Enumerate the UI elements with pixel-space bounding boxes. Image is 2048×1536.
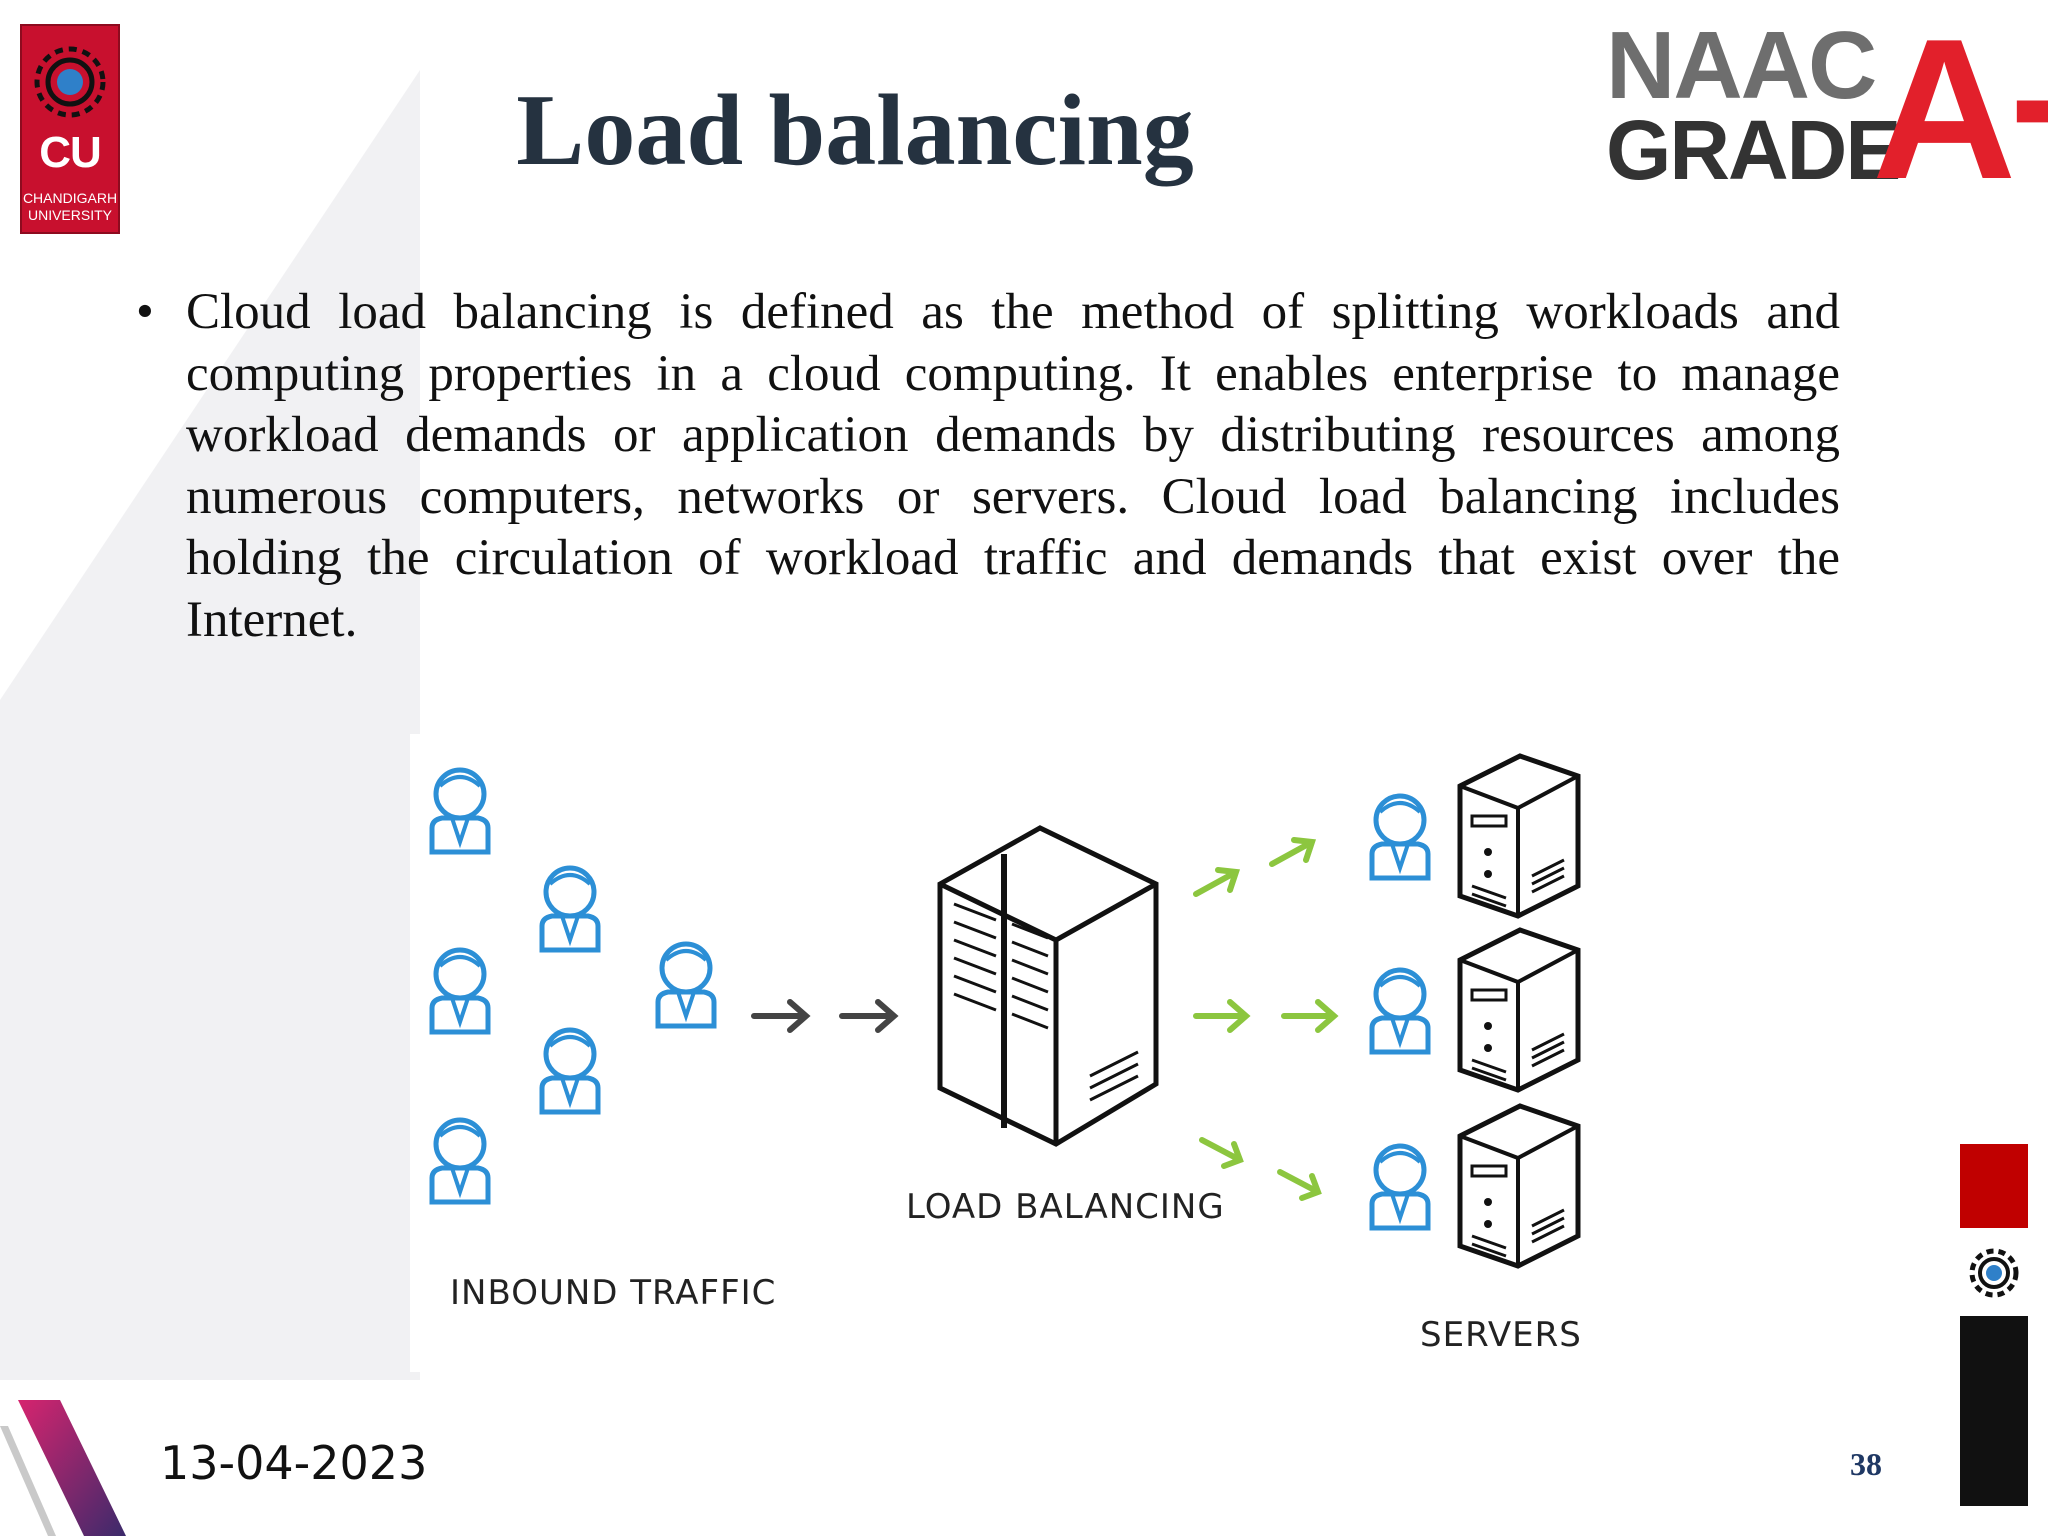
logo-name-line1: CHANDIGARH — [22, 190, 118, 206]
logo-name-line2: UNIVERSITY — [27, 207, 112, 223]
load-balancer-server-icon — [937, 825, 1159, 1147]
naac-grade-logo: NAAC GRADE A+ — [1600, 10, 2048, 210]
side-red-block — [1960, 1144, 2028, 1228]
bullet-text: Cloud load balancing is defined as the m… — [186, 284, 1840, 648]
server-icon — [1460, 1106, 1578, 1266]
inbound-user-icon — [542, 868, 598, 950]
grade-mark: A+ — [1872, 0, 2048, 221]
slide-date: 13-04-2023 — [160, 1436, 428, 1490]
server-user-icon — [1372, 970, 1428, 1052]
inbound-traffic-label: INBOUND TRAFFIC — [450, 1273, 776, 1313]
server-icon — [1460, 756, 1578, 916]
gear-emblem-icon — [34, 46, 106, 118]
corner-decoration — [0, 1400, 126, 1536]
server-user-icon — [1372, 1146, 1428, 1228]
logo-abbreviation: CU — [39, 128, 102, 177]
slide-title: Load balancing — [516, 74, 1194, 187]
grade-word: GRADE — [1606, 103, 1901, 197]
bullet-list: • Cloud load balancing is defined as the… — [130, 282, 1840, 651]
bullet-item: • Cloud load balancing is defined as the… — [130, 282, 1840, 651]
load-balancing-diagram: INBOUND TRAFFIC LOAD BALANCING SERVERS — [410, 734, 1592, 1372]
inbound-user-icon — [432, 1120, 488, 1202]
outbound-arrows-icon — [1193, 837, 1339, 1201]
side-black-block — [1960, 1316, 2028, 1506]
university-logo: CU CHANDIGARH UNIVERSITY — [20, 24, 120, 234]
page-number: 38 — [1850, 1446, 1882, 1482]
gear-emblem-icon — [1969, 1248, 2019, 1298]
logo-university-name: CHANDIGARH UNIVERSITY — [20, 190, 120, 224]
load-balancing-label: LOAD BALANCING — [906, 1187, 1225, 1227]
naac-word: NAAC — [1606, 12, 1877, 119]
server-icon — [1460, 930, 1578, 1090]
diagram-canvas: INBOUND TRAFFIC LOAD BALANCING SERVERS — [410, 734, 1582, 1355]
server-user-icon — [1372, 796, 1428, 878]
inbound-user-icon — [432, 770, 488, 852]
inbound-user-icon — [658, 944, 714, 1026]
inbound-arrows-icon — [751, 999, 899, 1033]
bullet-dot-icon: • — [136, 284, 154, 340]
inbound-user-icon — [432, 950, 488, 1032]
side-gear-logo — [1960, 1230, 2028, 1316]
inbound-user-icon — [542, 1030, 598, 1112]
servers-label: SERVERS — [1420, 1315, 1582, 1355]
